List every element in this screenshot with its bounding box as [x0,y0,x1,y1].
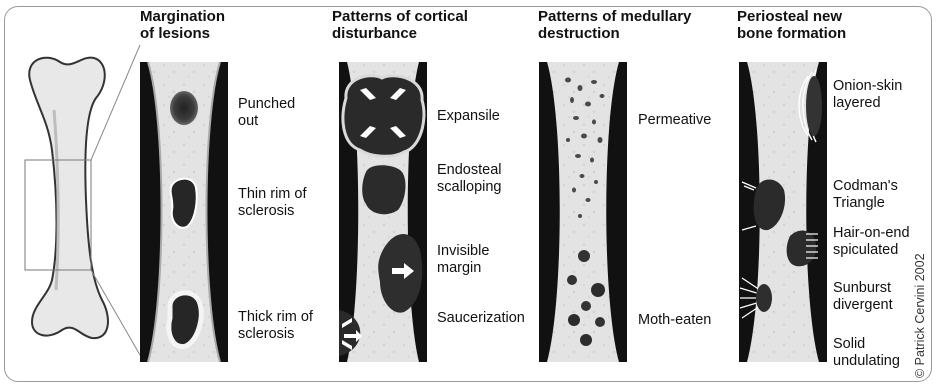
label-thin-rim: Thin rim of sclerosis [238,186,307,220]
label-invisible-margin: Invisible margin [437,243,489,277]
heading-margination: Margination of lesions [140,8,225,42]
endosteal-lesion [362,165,405,214]
panel-periosteal [739,62,827,362]
expansile-lesion [343,76,424,156]
label-expansile: Expansile [437,108,500,125]
thin-rim-lesion [171,179,197,228]
label-onion-skin: Onion-skin layered [833,78,902,112]
label-hair-on-end: Hair-on-end spiculated [833,225,910,259]
panel-cortical [339,62,427,362]
copyright-text: © Patrick Cervini 2002 [913,253,927,378]
thick-rim-lesion [169,293,201,347]
whole-bone-illustration [25,45,140,355]
panel-medullary [539,62,627,362]
label-saucerization: Saucerization [437,310,525,327]
heading-medullary: Patterns of medullary destruction [538,8,691,42]
label-permeative: Permeative [638,112,711,129]
label-moth-eaten: Moth-eaten [638,312,711,329]
heading-cortical: Patterns of cortical disturbance [332,8,468,42]
label-endosteal: Endosteal scalloping [437,162,502,196]
label-punched-out: Punched out [238,96,295,130]
label-codman: Codman's Triangle [833,178,898,212]
punched-out-lesion [170,91,198,125]
label-solid: Solid undulating [833,336,900,370]
label-sunburst: Sunburst divergent [833,280,893,314]
panel-margination [140,62,228,362]
heading-periosteal: Periosteal new bone formation [737,8,846,42]
label-thick-rim: Thick rim of sclerosis [238,309,313,343]
